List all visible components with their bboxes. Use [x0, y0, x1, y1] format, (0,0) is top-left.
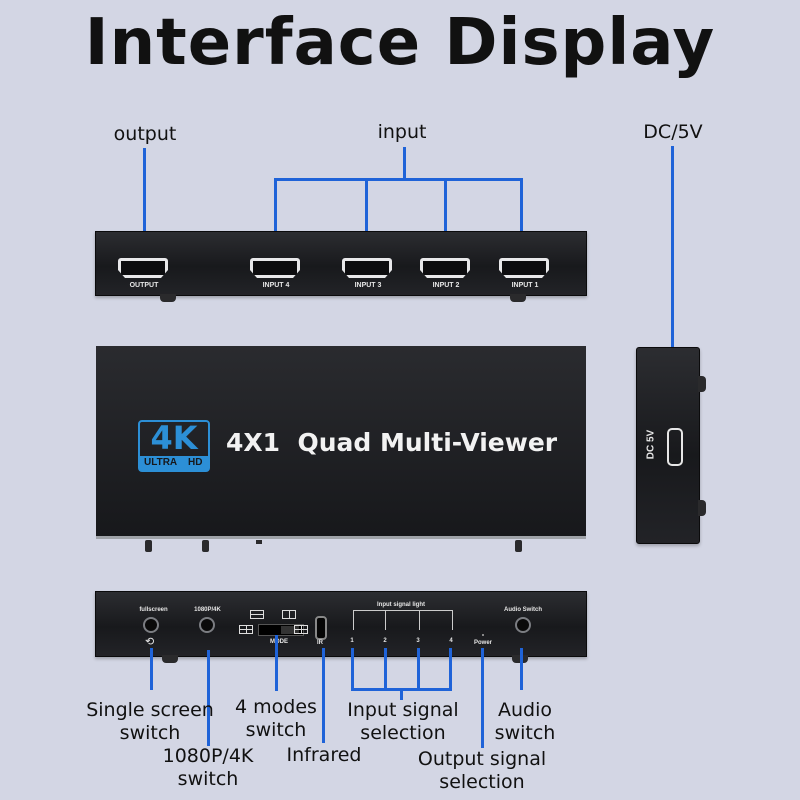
rear-panel: OUTPUT INPUT 4 INPUT 3 INPUT 2 INPUT 1 [95, 231, 587, 296]
ir-label: IR [317, 640, 323, 646]
input-label: input [377, 121, 427, 143]
input-1-port [499, 258, 549, 278]
input-4-port [250, 258, 300, 278]
mode-icon-4 [294, 625, 308, 634]
fullscreen-label: fullscreen [139, 607, 168, 613]
mode-icon-2 [250, 610, 264, 619]
dc-port [667, 428, 683, 466]
page-title: Interface Display [84, 6, 716, 80]
res-button[interactable] [199, 617, 215, 633]
light-3-label: 3 [416, 638, 420, 644]
input-light-label: Input signal light [377, 602, 425, 608]
output-label: output [113, 123, 177, 145]
side-panel: DC 5V [636, 347, 700, 544]
rear-foot-right [510, 294, 526, 302]
input-2-port [420, 258, 470, 278]
audio-switch-button[interactable] [515, 617, 531, 633]
dc-port-label: DC 5V [645, 429, 657, 460]
power-led [482, 634, 484, 636]
4k-ultra-hd-logo: 4K ULTRA HD [138, 420, 210, 472]
infrared-label: Infrared [286, 744, 362, 766]
input-3-port-label: INPUT 3 [354, 282, 382, 289]
mode-icon-1 [239, 625, 253, 634]
output-port [118, 258, 168, 278]
input-3-port [342, 258, 392, 278]
mode-label: MODE [270, 639, 288, 645]
input-4-port-label: INPUT 4 [262, 282, 290, 289]
refresh-icon: ⟲ [145, 636, 155, 648]
output-port-label: OUTPUT [129, 282, 159, 289]
input-1-port-label: INPUT 1 [511, 282, 539, 289]
ir-receiver [315, 616, 327, 640]
res-label: 1080P/4K [194, 607, 221, 613]
rear-foot-left [160, 294, 176, 302]
light-4-label: 4 [449, 638, 453, 644]
front-panel: fullscreen ⟲ 1080P/4K MODE IR Input sign… [95, 591, 587, 657]
front-foot-left [162, 655, 178, 663]
product-name: 4X1 Quad Multi-Viewer [226, 428, 558, 457]
light-1-label: 1 [350, 638, 354, 644]
light-2-label: 2 [383, 638, 387, 644]
dc-label: DC/5V [643, 121, 703, 143]
input-2-port-label: INPUT 2 [432, 282, 460, 289]
device-top: 4K ULTRA HD 4X1 Quad Multi-Viewer [96, 346, 586, 539]
fullscreen-button[interactable] [143, 617, 159, 633]
audio-switch-label: Audio Switch [504, 607, 542, 613]
light-bracket [353, 610, 453, 611]
power-label: Power [473, 640, 492, 646]
mode-icon-3 [282, 610, 296, 619]
